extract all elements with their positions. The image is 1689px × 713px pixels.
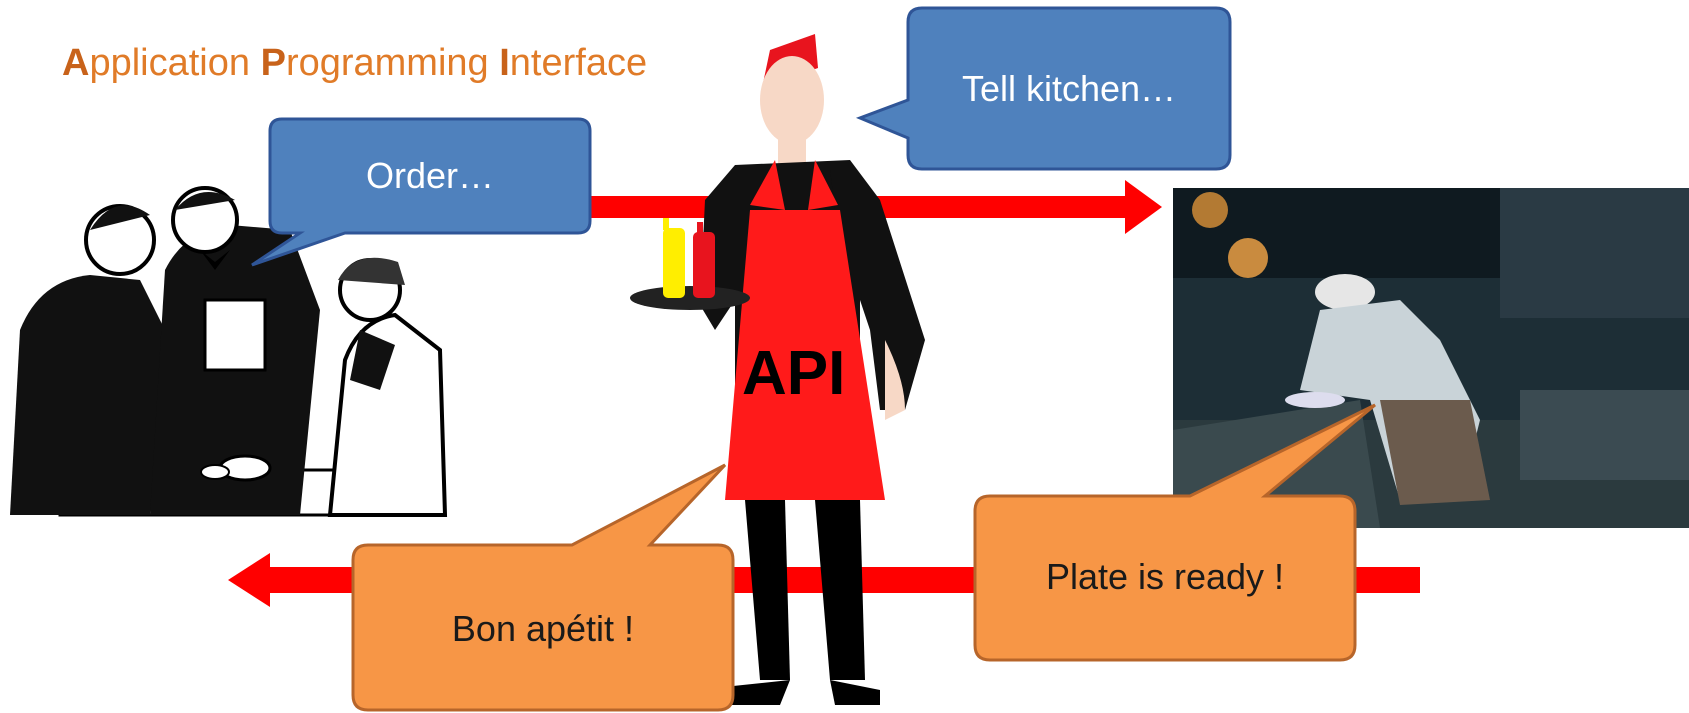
plate-ready-bubble-text: Plate is ready ! [1045,556,1285,597]
order-bubble-text: Order… [365,155,495,196]
chef-in-kitchen-photo [1173,188,1689,528]
api-label: API [742,339,846,408]
bon-appetit-bubble [351,463,735,712]
page-title: Application Programming Interface [62,42,648,84]
tell-kitchen-bubble-text: Tell kitchen… [961,68,1177,109]
tell-kitchen-bubble [855,6,1232,171]
plate-ready-bubble [973,403,1376,662]
waiter-with-tray-illustration [630,34,925,705]
bon-appetit-bubble-text: Bon apétit ! [451,608,635,649]
order-bubble [251,117,592,267]
restaurant-customers-illustration [10,186,448,517]
